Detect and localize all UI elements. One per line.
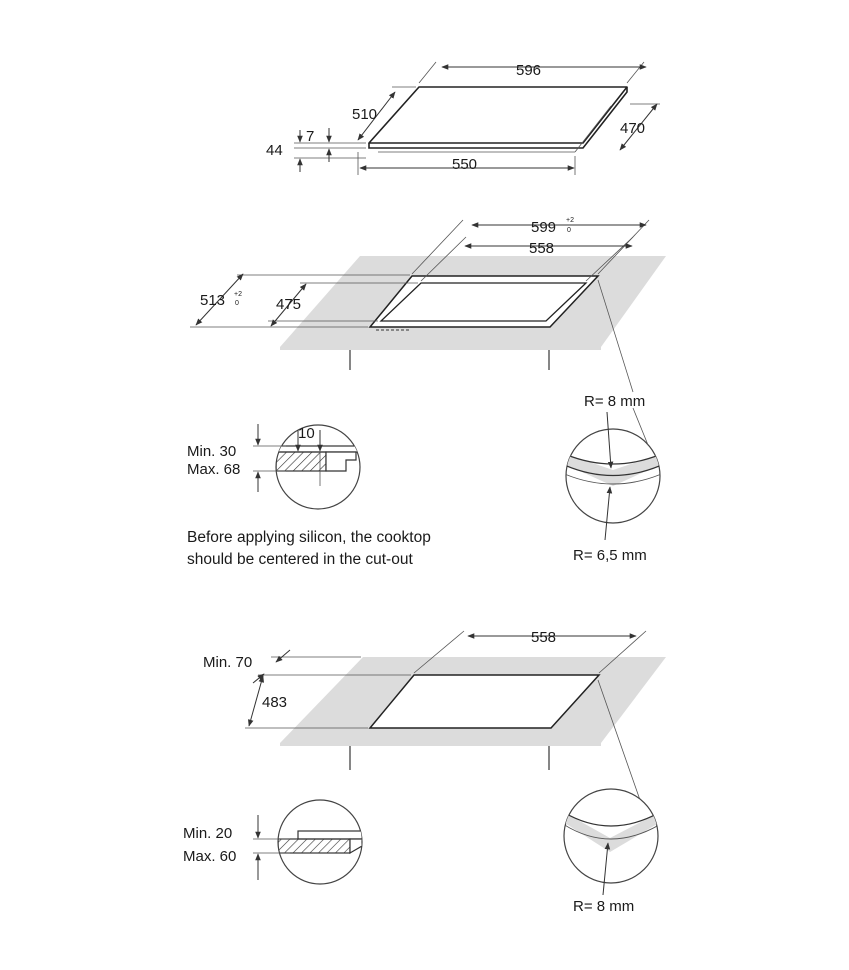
standard-cutout-drawing: [245, 630, 666, 801]
hob-bottom-width-label: 550: [452, 156, 477, 173]
standard-width-label: 558: [531, 629, 556, 646]
flush-edge-detail: [253, 424, 361, 510]
hob-side-depth-label: 470: [620, 120, 645, 137]
flush-cutout-drawing: [190, 219, 666, 393]
flush-cutout-inner: [379, 282, 588, 322]
hob-depth-label: 510: [352, 106, 377, 123]
flush-outer-width-tol-top: +2: [566, 217, 574, 224]
flush-radius-inner-label: R= 6,5 mm: [573, 547, 647, 564]
hob-glass-thickness-label: 7: [306, 128, 314, 145]
flush-outer-depth-tol-bottom: 0: [235, 300, 239, 307]
standard-min-edge-label: Min. 70: [203, 654, 252, 671]
flush-worktop-min-label: Min. 30: [187, 443, 236, 460]
standard-worktop-min-label: Min. 20: [183, 825, 232, 842]
standard-edge-detail: [253, 799, 363, 885]
standard-worktop-max-label: Max. 60: [183, 848, 236, 865]
hob-drawing: [294, 61, 660, 175]
standard-corner-detail: [563, 788, 659, 896]
standard-radius-label: R= 8 mm: [573, 898, 634, 915]
flush-inner-width-label: 558: [529, 240, 554, 257]
flush-corner-detail: [565, 407, 661, 541]
hob-front-edge: [368, 87, 628, 149]
flush-outer-width-tol-bottom: 0: [567, 227, 571, 234]
flush-radius-outer-label: R= 8 mm: [584, 393, 645, 410]
flush-inner-depth-label: 475: [276, 296, 301, 313]
flush-outer-depth-label: 513: [200, 292, 225, 309]
flush-note-line2: should be centered in the cut-out: [187, 551, 413, 568]
flush-note-line1: Before applying silicon, the cooktop: [187, 529, 431, 546]
standard-cutout: [368, 674, 601, 729]
hob-total-height-label: 44: [266, 142, 283, 159]
flush-outer-depth-tol-top: +2: [234, 291, 242, 298]
flush-detail-gap-label: 10: [298, 425, 315, 442]
flush-worktop-max-label: Max. 68: [187, 461, 240, 478]
flush-outer-width-label: 599: [531, 219, 556, 236]
flush-cutout-outer: [368, 275, 600, 328]
hob-width-label: 596: [516, 62, 541, 79]
standard-depth-label: 483: [262, 694, 287, 711]
